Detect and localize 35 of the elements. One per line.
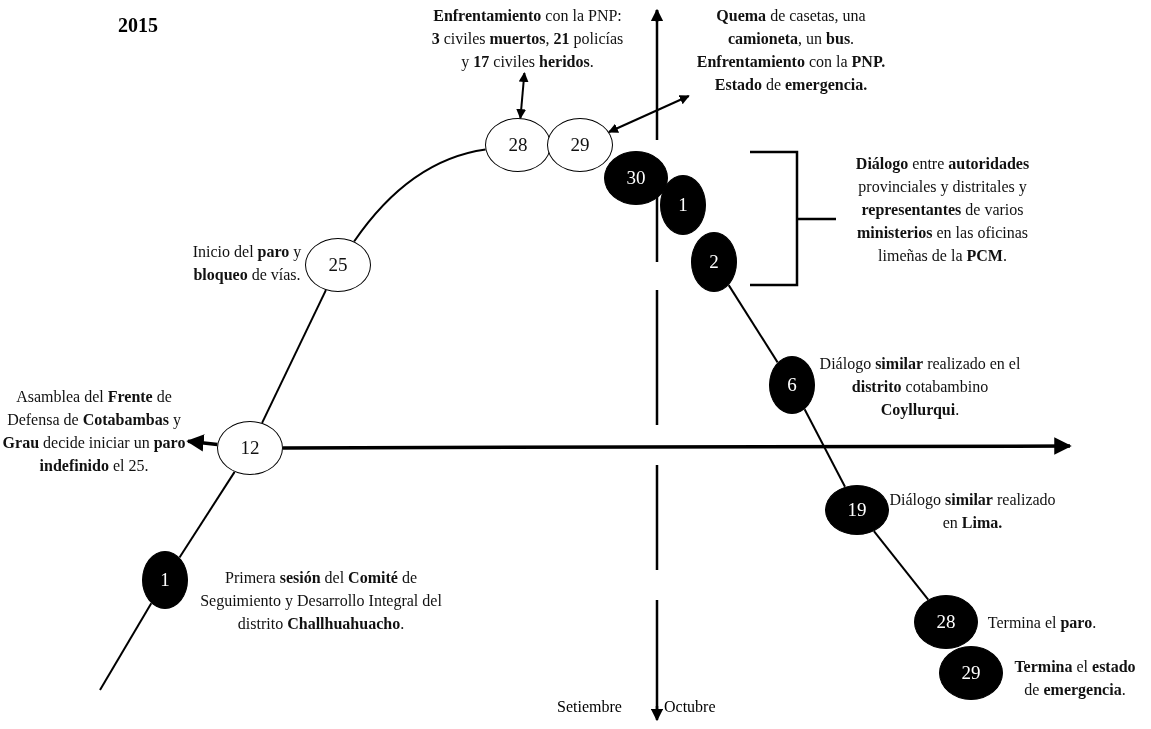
event-text: Termina el estado de emergencia. bbox=[1005, 655, 1145, 701]
date-circle: 19 bbox=[825, 485, 889, 535]
timeline-line bbox=[353, 148, 487, 243]
event-text: Diálogo similar realizado en el distrito cotabambino Coyllurqui. bbox=[815, 352, 1025, 421]
event-text: Enfrentamiento con la PNP: 3 civiles muertos, 21 policías y 17 civiles heridos. bbox=[430, 4, 625, 73]
event-text: Asamblea del Frente de Defensa de Cotabambas y Grau decide iniciar un paro indefinido el 25. bbox=[0, 385, 188, 477]
date-circle: 1 bbox=[660, 175, 706, 235]
timeline-line bbox=[803, 408, 846, 488]
double-arrow bbox=[516, 72, 529, 120]
date-circle: 25 bbox=[305, 238, 371, 292]
date-circle: 30 bbox=[604, 151, 668, 205]
date-circle: 1 bbox=[142, 551, 188, 609]
timeline-line bbox=[872, 530, 930, 601]
event-text: Termina el paro. bbox=[982, 611, 1102, 634]
double-arrow bbox=[607, 95, 690, 133]
event-text: Diálogo entre autoridades provinciales y distritales y representantes de varios ministerios en las oficinas limeñas de la PCM. bbox=[840, 152, 1045, 267]
arrow bbox=[283, 437, 1072, 455]
year-label: 2015 bbox=[118, 14, 158, 37]
month-label: Octubre bbox=[664, 698, 716, 716]
event-text: Inicio del paro y bloqueo de vías. bbox=[188, 240, 306, 286]
timeline-line bbox=[99, 602, 153, 691]
date-circle: 29 bbox=[547, 118, 613, 172]
date-circle: 29 bbox=[939, 646, 1003, 700]
date-circle: 6 bbox=[769, 356, 815, 414]
timeline-line bbox=[727, 284, 779, 364]
arrow bbox=[186, 434, 218, 452]
month-label: Setiembre bbox=[557, 698, 622, 716]
timeline-line bbox=[178, 470, 236, 559]
date-circle: 28 bbox=[914, 595, 978, 649]
timeline-line bbox=[261, 289, 327, 424]
date-circle: 2 bbox=[691, 232, 737, 292]
event-text: Primera sesión del Comité de Seguimiento y Desarrollo Integral del distrito Challhuahuacho. bbox=[196, 566, 446, 635]
date-circle: 12 bbox=[217, 421, 283, 475]
date-circle: 28 bbox=[485, 118, 551, 172]
event-text: Quema de casetas, una camioneta, un bus. Enfrentamiento con la PNP. Estado de emergencia. bbox=[680, 4, 902, 96]
